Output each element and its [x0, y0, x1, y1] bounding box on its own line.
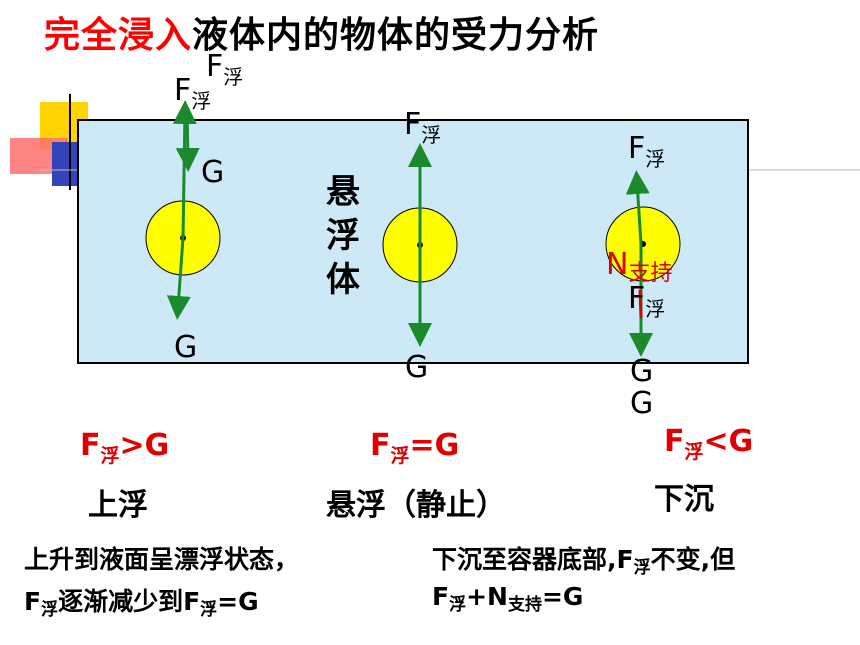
cond-rel: <G	[703, 424, 754, 459]
cond-f: F	[664, 424, 685, 459]
note-left-line2: F浮逐渐减少到F浮=G	[24, 582, 259, 620]
label-left-f: F浮	[174, 73, 212, 113]
label-middle-g: G	[405, 350, 429, 385]
note-sub: 浮	[449, 595, 467, 615]
note-part: F	[432, 582, 450, 611]
cond-f: F	[80, 428, 101, 463]
condition-right: F浮<G	[664, 424, 753, 464]
note-sub: 支持	[507, 595, 542, 615]
label-suspended-body: 悬浮体	[326, 172, 360, 300]
note-sub: 浮	[633, 558, 651, 578]
label-fu: 浮	[191, 89, 212, 113]
label-right-g-bottom: G	[630, 386, 654, 421]
title-highlight: 完全浸入	[44, 15, 193, 56]
deco-blue-square	[52, 142, 78, 186]
note-left-line1: 上升到液面呈漂浮状态，	[24, 545, 300, 574]
label-f: F	[628, 131, 646, 166]
label-right-n-support: N支持	[606, 250, 672, 285]
caption-sink: 下沉	[654, 482, 714, 517]
label-left-g-top: G	[201, 155, 225, 190]
caption-float-up: 上浮	[88, 488, 148, 523]
label-right-f-top: F浮	[628, 131, 666, 171]
page-title: 完全浸入液体内的物体的受力分析	[44, 6, 599, 58]
label-right-f-bottom: F浮	[628, 281, 666, 321]
note-part: =G	[541, 582, 584, 611]
cond-rel: >G	[119, 428, 170, 463]
label-zhichi: 支持	[628, 261, 673, 286]
label-f: F	[206, 49, 224, 84]
note-part: 下沉至容器底部,F	[432, 545, 634, 574]
cond-rel: =G	[409, 428, 460, 463]
cond-sub: 浮	[100, 445, 120, 467]
label-f: F	[628, 281, 646, 316]
arrow-left-weight	[166, 237, 191, 320]
label-f: F	[404, 107, 422, 142]
arrow-right-support	[638, 289, 643, 319]
note-right-line1: 下沉至容器底部,F浮不变,但	[432, 540, 735, 578]
cond-f: F	[370, 428, 391, 463]
note-part: 不变,但	[650, 545, 736, 574]
label-right-g: G	[630, 354, 654, 389]
cond-sub: 浮	[684, 441, 704, 463]
note-sub: 浮	[41, 600, 59, 620]
caption-suspended: 悬浮（静止）	[326, 488, 506, 523]
label-fu: 浮	[645, 297, 666, 321]
note-part: =G	[217, 587, 259, 616]
label-fu: 浮	[421, 123, 442, 147]
condition-middle: F浮=G	[370, 428, 459, 468]
arrow-left-weight-top	[175, 107, 200, 172]
label-middle-f: F浮	[404, 107, 442, 147]
note-part: +N	[466, 582, 508, 611]
note-part: 逐渐减少到F	[58, 587, 201, 616]
arrow-right-buoyancy	[625, 170, 650, 245]
note-part: F	[24, 587, 42, 616]
label-f: F	[174, 73, 192, 108]
label-left-f-top: F浮	[206, 49, 244, 89]
cond-sub: 浮	[390, 445, 410, 467]
label-n: N	[606, 247, 629, 282]
note-sub: 浮	[200, 600, 218, 620]
label-fu: 浮	[223, 65, 244, 89]
note-right-line2: F浮+N支持=G	[432, 582, 583, 615]
condition-left: F浮>G	[80, 428, 169, 468]
title-rest: 液体内的物体的受力分析	[192, 15, 600, 56]
label-fu: 浮	[645, 147, 666, 171]
label-left-g: G	[174, 330, 198, 365]
arrow-left-buoyancy	[172, 100, 197, 239]
